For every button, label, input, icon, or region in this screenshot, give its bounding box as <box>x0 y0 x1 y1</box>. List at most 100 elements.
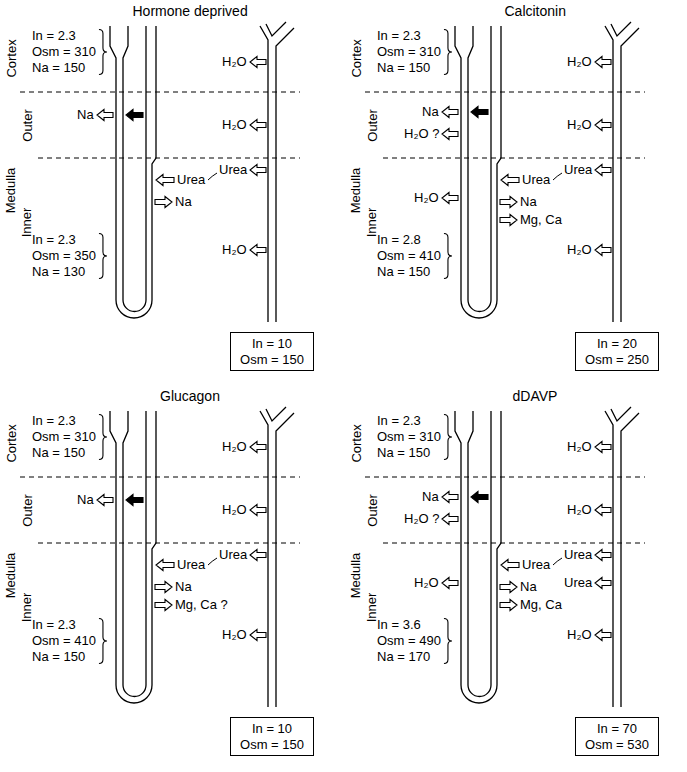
urea-path <box>553 173 562 180</box>
flux-label: H₂O <box>567 243 592 258</box>
value-brace <box>444 30 452 75</box>
active-transport-arrow <box>471 492 488 503</box>
value-brace <box>99 234 107 279</box>
flux-label: Mg, Ca ? <box>175 598 228 613</box>
tubule-wall <box>123 411 128 685</box>
value-label: Na = 150 <box>32 446 85 461</box>
flux-label: H₂O ? <box>404 512 439 527</box>
zone-label: Medulla <box>349 167 364 213</box>
zone-label: Cortex <box>5 39 20 77</box>
flux-label: Urea <box>564 576 592 591</box>
urine-value-box: In = 10Osm = 150 <box>230 717 314 756</box>
loop-bend <box>461 300 497 318</box>
value-label: Na = 150 <box>377 446 430 461</box>
loop-bend <box>116 300 152 318</box>
value-label: Na = 150 <box>377 265 430 280</box>
flux-label: Na <box>175 580 192 595</box>
zone-boundary <box>365 92 645 93</box>
flux-arrow <box>595 578 611 589</box>
tubule-wall <box>490 26 491 300</box>
tubule-wall <box>497 26 501 300</box>
value-label: In = 2.3 <box>32 29 76 44</box>
flux-arrow <box>250 550 266 561</box>
zone-boundary <box>365 477 645 478</box>
flux-label: Urea <box>177 558 205 573</box>
panel-title: Calcitonin <box>505 3 566 19</box>
zone-boundary <box>38 543 300 544</box>
flux-label: Urea <box>564 548 592 563</box>
flux-arrow <box>595 120 611 131</box>
zone-boundary <box>383 158 645 159</box>
urine-value-box: In = 20Osm = 250 <box>575 332 659 371</box>
flux-arrow <box>97 110 113 121</box>
zone-label: Medulla <box>4 167 19 213</box>
flux-arrow <box>250 245 266 256</box>
flux-label: Na <box>77 493 94 508</box>
flux-label: Urea <box>522 173 550 188</box>
flux-label: H₂O <box>222 440 247 455</box>
panel-illustration <box>20 407 300 707</box>
value-label: In = 2.3 <box>32 233 76 248</box>
flux-label: H₂O <box>222 243 247 258</box>
value-label: In = 2.8 <box>377 233 421 248</box>
flux-label: H₂O <box>567 118 592 133</box>
flux-arrow <box>500 582 517 593</box>
flux-arrow <box>595 505 611 516</box>
tubule-wall <box>152 411 156 685</box>
flux-arrow <box>250 165 266 176</box>
flux-arrow <box>250 120 266 131</box>
flux-arrow <box>250 505 266 516</box>
flux-label: H₂O <box>567 628 592 643</box>
tubule-wall <box>152 26 156 300</box>
flux-label: Urea <box>219 163 247 178</box>
flux-arrow <box>155 600 172 611</box>
value-brace <box>99 30 107 75</box>
value-brace <box>444 415 452 460</box>
tubule-wall <box>145 411 146 685</box>
value-label: Osm = 310 <box>377 430 441 445</box>
flux-label: Urea <box>522 558 550 573</box>
flux-label: H₂O <box>567 55 592 70</box>
urine-value: Osm = 150 <box>240 352 304 368</box>
urine-value-box: In = 70Osm = 530 <box>575 717 659 756</box>
flux-label: H₂O <box>222 118 247 133</box>
flux-label: Na <box>77 108 94 123</box>
panel-illustration <box>365 407 645 707</box>
flux-label: Na <box>175 195 192 210</box>
urine-value: Osm = 150 <box>240 737 304 753</box>
value-label: Osm = 310 <box>377 45 441 60</box>
zone-label: Outer <box>20 109 35 142</box>
tubule-wall <box>123 26 128 300</box>
value-label: Osm = 490 <box>377 634 441 649</box>
duct-wall <box>621 413 639 707</box>
urea-path <box>553 558 562 565</box>
flux-arrow <box>500 600 517 611</box>
flux-arrow <box>250 442 266 453</box>
active-transport-arrow <box>126 110 143 121</box>
value-label: Na = 150 <box>32 650 85 665</box>
flux-label: H₂O <box>414 576 439 591</box>
flux-arrow <box>595 442 611 453</box>
active-transport-arrow <box>126 495 143 506</box>
tubule-wall <box>145 26 146 300</box>
zone-label: Cortex <box>350 424 365 462</box>
flux-arrow <box>595 57 611 68</box>
flux-arrow <box>595 630 611 641</box>
panel-illustration <box>365 22 645 322</box>
value-label: Osm = 410 <box>377 249 441 264</box>
loop-bend <box>123 685 146 697</box>
flux-label: Na <box>520 580 537 595</box>
zone-boundary <box>20 92 300 93</box>
flux-label: Urea <box>564 163 592 178</box>
flux-label: Na <box>520 195 537 210</box>
duct-wall <box>266 407 286 421</box>
duct-wall <box>276 28 294 322</box>
loop-bend <box>461 685 497 703</box>
zone-boundary <box>383 543 645 544</box>
value-brace <box>444 619 452 664</box>
zone-boundary <box>38 158 300 159</box>
flux-label: Mg, Ca <box>520 598 562 613</box>
loop-bend <box>468 300 491 312</box>
flux-arrow <box>250 630 266 641</box>
